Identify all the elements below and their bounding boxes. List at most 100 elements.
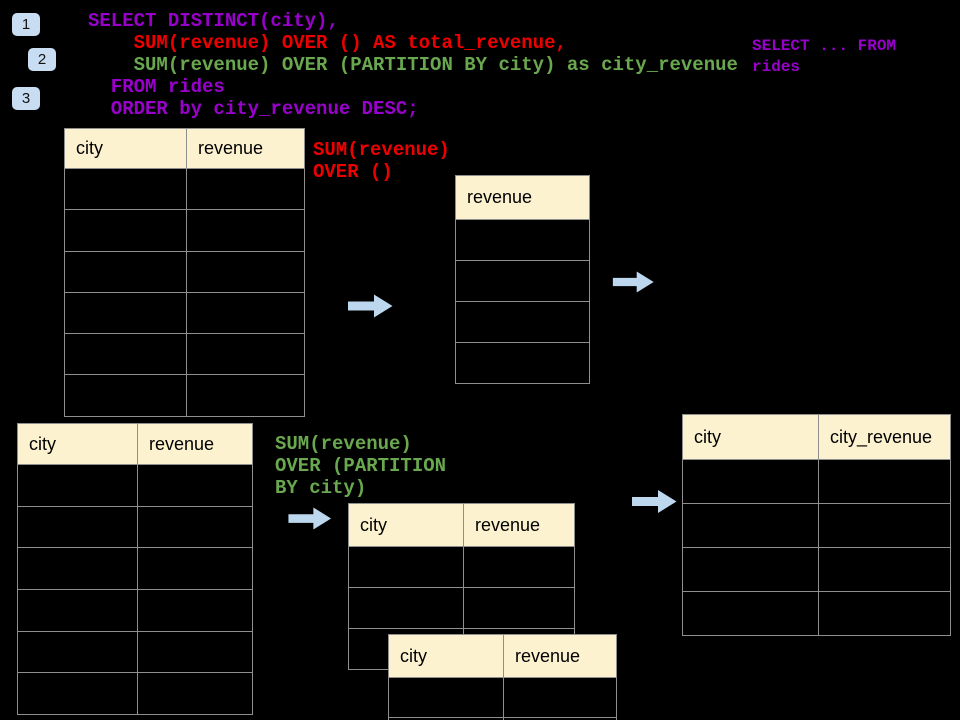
- column-header-revenue: revenue: [137, 424, 252, 464]
- table-row: [65, 209, 304, 251]
- right-arrow-icon: [348, 294, 393, 318]
- column-header-city: city: [389, 635, 503, 677]
- table-row: [18, 464, 252, 506]
- step-badge-3: 3: [12, 87, 40, 110]
- empty-cell: [818, 504, 950, 547]
- code-line: SUM(revenue): [275, 433, 412, 455]
- empty-cell: [65, 334, 186, 374]
- empty-cell: [186, 292, 304, 334]
- table-row: [456, 342, 589, 383]
- empty-cell: [683, 504, 818, 547]
- table-row: [683, 591, 950, 635]
- column-header-revenue: revenue: [186, 129, 304, 168]
- empty-cell: [137, 673, 252, 715]
- empty-cell: [65, 210, 186, 250]
- empty-cell: [503, 678, 616, 717]
- empty-cell: [456, 343, 589, 383]
- code-line: SUM(revenue) OVER (PARTITION BY city) as…: [88, 54, 738, 76]
- empty-cell: [65, 169, 186, 209]
- empty-cell: [503, 718, 616, 720]
- table-row: [65, 374, 304, 416]
- empty-cell: [18, 673, 137, 714]
- column-header-revenue: revenue: [503, 635, 616, 677]
- empty-cell: [456, 220, 589, 260]
- empty-cell: [137, 590, 252, 631]
- empty-cell: [18, 590, 137, 631]
- sql-query-code: SELECT DISTINCT(city), SUM(revenue) OVER…: [88, 10, 738, 120]
- empty-cell: [818, 460, 950, 503]
- table-row: [683, 503, 950, 547]
- table-row: [389, 677, 616, 717]
- select-from-rides-note: SELECT ... FROM rides: [752, 36, 896, 78]
- empty-cell: [18, 507, 137, 548]
- step-badge-1: 1: [12, 13, 40, 36]
- code-line: SELECT DISTINCT(city),: [88, 10, 339, 32]
- column-header-city_revenue: city_revenue: [818, 415, 950, 459]
- sum-over-total-annotation: SUM(revenue)OVER (): [313, 139, 450, 183]
- right-arrow-icon: [288, 507, 332, 530]
- column-header-revenue: revenue: [463, 504, 574, 546]
- column-header-city: city: [683, 415, 818, 459]
- table-row: [65, 250, 304, 292]
- empty-cell: [463, 547, 574, 587]
- table-row: [18, 505, 252, 548]
- code-line: OVER (): [313, 161, 393, 183]
- table-row: [65, 291, 304, 334]
- code-line: SUM(revenue): [313, 139, 450, 161]
- table-row: [65, 168, 304, 210]
- empty-cell: [186, 169, 304, 210]
- right-arrow-icon: [612, 271, 654, 293]
- empty-cell: [389, 678, 503, 717]
- code-line: rides: [752, 58, 801, 76]
- code-line: FROM rides: [88, 76, 225, 98]
- empty-cell: [18, 548, 137, 589]
- table-row: [456, 301, 589, 342]
- empty-cell: [683, 460, 818, 503]
- table-row: [456, 260, 589, 301]
- table-row: [683, 547, 950, 591]
- empty-cell: [683, 592, 818, 635]
- empty-cell: [349, 547, 463, 587]
- code-line: OVER (PARTITION: [275, 455, 447, 477]
- table-row: [18, 672, 252, 715]
- total-revenue-table: revenue: [455, 175, 590, 384]
- column-header-city: city: [349, 504, 463, 546]
- empty-cell: [186, 375, 304, 416]
- code-line: ORDER by city_revenue DESC;: [88, 98, 419, 120]
- empty-cell: [65, 293, 186, 333]
- empty-cell: [186, 334, 304, 375]
- code-line: SELECT ... FROM: [752, 37, 897, 55]
- table-row: [65, 333, 304, 375]
- step-badge-2: 2: [28, 48, 56, 71]
- empty-cell: [818, 548, 950, 591]
- empty-cell: [137, 465, 252, 506]
- empty-cell: [65, 375, 186, 415]
- empty-cell: [137, 631, 252, 673]
- table-row: [18, 630, 252, 673]
- empty-cell: [456, 261, 589, 301]
- column-header-city: city: [65, 129, 186, 168]
- table-row: [349, 546, 574, 587]
- table-header-row: revenue: [456, 176, 589, 219]
- empty-cell: [456, 302, 589, 342]
- empty-cell: [818, 592, 950, 635]
- empty-cell: [186, 210, 304, 251]
- code-line: BY city): [275, 477, 367, 499]
- table-row: [456, 219, 589, 260]
- table-row: [18, 547, 252, 590]
- column-header-revenue: revenue: [456, 176, 589, 219]
- table-row: [683, 459, 950, 503]
- empty-cell: [137, 548, 252, 590]
- right-arrow-icon: [632, 490, 677, 513]
